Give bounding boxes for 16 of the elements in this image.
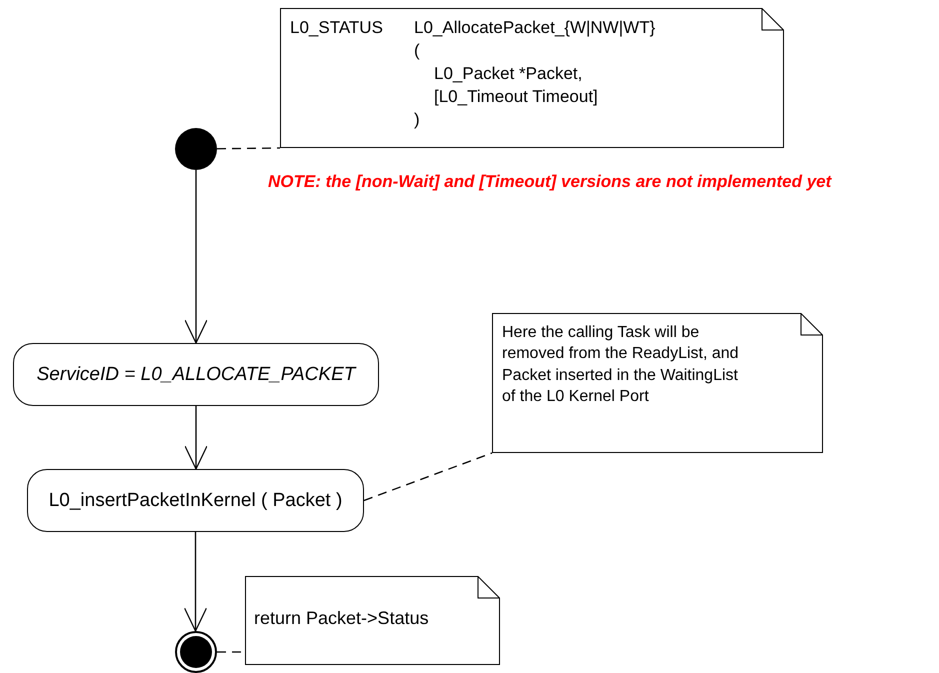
action-state: ServiceID = L0_ALLOCATE_PACKET [13, 343, 379, 406]
transition-arrow [184, 170, 208, 344]
transition-arrow [184, 406, 208, 470]
action-state: L0_insertPacketInKernel ( Packet ) [27, 469, 364, 532]
anchor-line [217, 147, 280, 150]
note-text: ) [414, 109, 420, 131]
note-text: [L0_Timeout Timeout] [434, 86, 598, 108]
note-text: return Packet->Status [254, 607, 429, 630]
note-text: L0_STATUS [290, 17, 383, 39]
note-text: ( [414, 40, 420, 62]
note-text: L0_Packet *Packet, [434, 63, 582, 85]
note-text: L0_AllocatePacket_{W|NW|WT} [414, 17, 656, 39]
anchor-line [364, 452, 492, 502]
note-text: NOTE: the [non-Wait] and [Timeout] versions are not implemented yet [268, 172, 832, 192]
note-text: Here the calling Task will be removed from the ReadyList, and Packet inserted in the WaitingList of the L0 Kernel Port [502, 323, 740, 407]
transition-arrow [184, 532, 208, 632]
